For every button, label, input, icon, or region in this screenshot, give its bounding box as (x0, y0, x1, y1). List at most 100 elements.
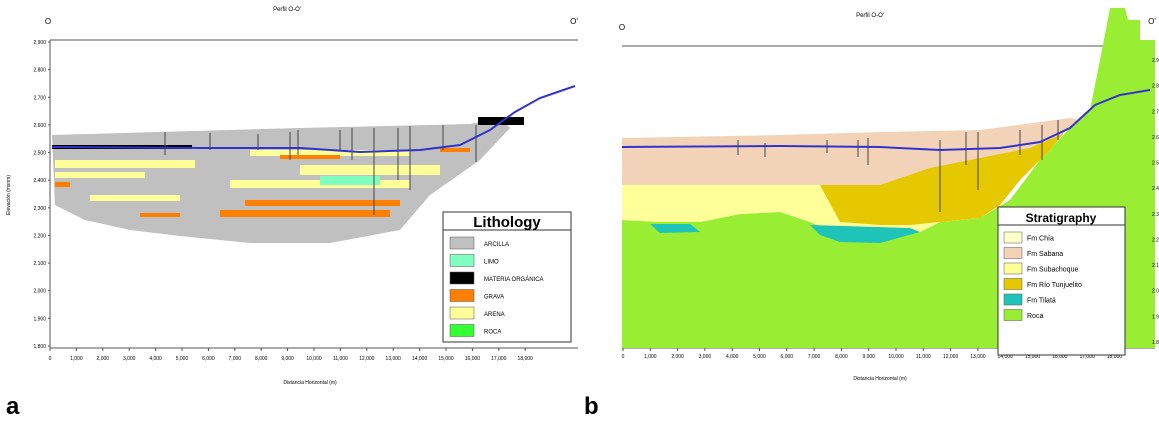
y-tick-label: 2.8 (1152, 84, 1159, 90)
left-marker: O (619, 23, 625, 32)
legend-label: ROCA (484, 330, 501, 336)
right-marker: O' (1148, 17, 1156, 26)
x-tick-label: 3,000 (123, 356, 136, 362)
x-tick-label: 12,000 (359, 356, 375, 362)
layer-fm-tilata-1 (650, 224, 700, 233)
y-tick-label: 2.3 (1152, 212, 1159, 218)
x-tick-label: 5,000 (176, 356, 189, 362)
y-tick-label: 2,000 (33, 289, 46, 295)
legend-swatch (449, 324, 475, 337)
x-tick-label: 4,000 (149, 356, 162, 362)
x-tick-label: 9,000 (862, 354, 875, 360)
x-tick-label: 18,000 (1107, 354, 1123, 360)
legend-swatch (1003, 309, 1023, 321)
y-tick-label: 2,100 (33, 261, 46, 267)
topography-line (51, 85, 576, 154)
legend-swatch (449, 289, 475, 302)
layer-fm-tilata-2 (810, 225, 920, 243)
x-tick-label: 11,000 (333, 356, 348, 362)
layer-limo (320, 176, 380, 185)
legend-title: Stratigraphy (1026, 211, 1097, 225)
legend-swatch (449, 254, 475, 267)
y-tick-label: 2.1 (1152, 263, 1159, 269)
boreholes (737, 120, 1059, 212)
y-tick-label: 2,300 (33, 206, 46, 212)
y-tick-label: 1,800 (33, 344, 46, 350)
x-tick-label: 15,000 (438, 356, 454, 362)
y-tick-label: 2,900 (33, 40, 46, 46)
right-marker: O' (570, 17, 578, 26)
y-tick-label: 2,800 (33, 68, 46, 74)
y-tick-label: 2,200 (33, 233, 46, 239)
y-tick-label: 1,900 (33, 316, 46, 322)
y-tick-label: 2.0 (1152, 289, 1159, 295)
layer-grava (55, 148, 470, 217)
x-tick-label: 13,000 (386, 356, 402, 362)
y-tick-label: 2.2 (1152, 237, 1159, 243)
legend-swatch (1003, 231, 1023, 244)
x-tick-label: 17,000 (491, 356, 507, 362)
x-tick-label: 5,000 (753, 354, 766, 360)
x-tick-label: 6,000 (781, 354, 794, 360)
legend-label: GRAVA (484, 295, 504, 301)
x-tick-label: 7,000 (229, 356, 242, 362)
x-tick-label: 2,000 (671, 354, 684, 360)
x-axis-label: Distancia Horizontal (m) (853, 376, 907, 382)
y-tick-label: 2,700 (33, 95, 46, 101)
x-tick-label: 13,000 (970, 354, 986, 360)
panel-letter-b: b (584, 393, 599, 420)
x-tick-label: 12,000 (943, 354, 959, 360)
x-tick-label: 0 (49, 356, 52, 362)
y-tick-label: 2.7 (1152, 109, 1159, 115)
legend-label: MATERIA ORGÁNICA (484, 276, 544, 283)
y-axis-label: Elevación (msnm) (6, 175, 12, 215)
y-tick-labels: 2.92.82.72.62.52.42.32.22.12.01.91.8 (1152, 58, 1159, 346)
x-tick-label: 10,000 (888, 354, 904, 360)
x-tick-label: 7,000 (808, 354, 821, 360)
x-tick-label: 8,000 (255, 356, 268, 362)
x-tick-label: 9,000 (281, 356, 294, 362)
profile-title: Perfil O-O' (273, 7, 301, 13)
y-tick-label: 2,500 (33, 151, 46, 157)
y-tick-label: 2.5 (1152, 161, 1159, 167)
x-axis-label: Distancia Horizontal (m) (283, 380, 337, 386)
x-tick-label: 16,000 (1052, 354, 1068, 360)
legend-swatch (1003, 247, 1023, 259)
x-tick-label: 8,000 (835, 354, 848, 360)
legend-label: Fm Subachoque (1027, 267, 1078, 274)
legend-swatch (449, 236, 475, 250)
lithology-section: 2,9002,8002,7002,6002,5002,4002,3002,200… (6, 7, 578, 386)
legend-swatch (449, 306, 475, 320)
left-marker: O (45, 17, 51, 26)
x-tick-label: 1,000 (70, 356, 83, 362)
legend-label: LIMO (484, 260, 499, 266)
x-tick-label: 14,000 (412, 356, 428, 362)
panel-letter-a: a (6, 393, 20, 420)
legend-label: Roca (1027, 313, 1043, 320)
x-tick-label: 4,000 (726, 354, 739, 360)
legend-label: ARCILLA (484, 242, 509, 248)
x-tick-label: 18,000 (518, 356, 534, 362)
x-tick-label: 6,000 (202, 356, 215, 362)
x-tick-label: 10,000 (306, 356, 322, 362)
y-tick-label: 2.9 (1152, 58, 1159, 64)
y-tick-label: 1.8 (1152, 340, 1159, 346)
x-tick-label: 16,000 (465, 356, 481, 362)
x-tick-label: 1,000 (644, 354, 657, 360)
legend-swatch (449, 271, 475, 285)
y-tick-label: 2.4 (1152, 186, 1159, 192)
legend-label: ARENA (484, 312, 505, 318)
legend-label: Fm Río Tunjuelito (1027, 282, 1082, 289)
y-tick-label: 1.9 (1152, 314, 1159, 320)
x-tick-label: 15,000 (1025, 354, 1041, 360)
legend-swatch (1003, 278, 1023, 290)
topography-line (621, 89, 1151, 152)
x-tick-label: 17,000 (1079, 354, 1095, 360)
